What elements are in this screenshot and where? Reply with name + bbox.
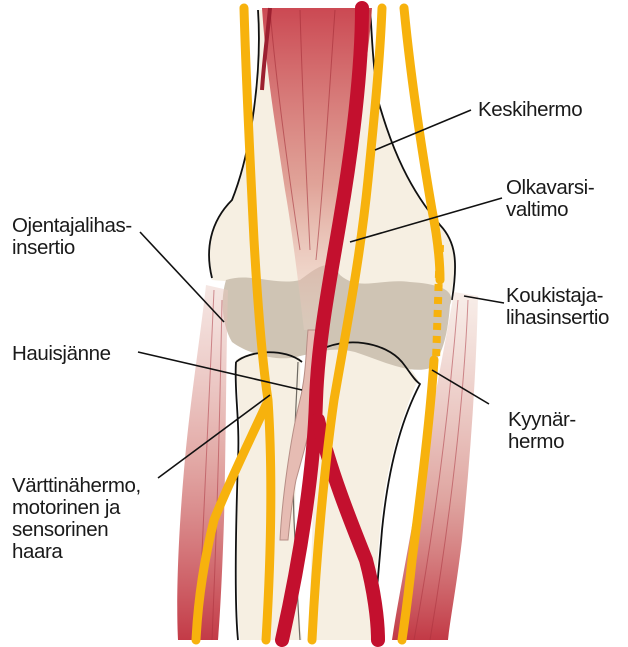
biceps-tendon-label: Hauisjänne xyxy=(12,342,111,365)
extensor-insertion-label: Ojentajalihas- insertio xyxy=(12,214,137,259)
ulnar-nerve-label: Kyynär- hermo xyxy=(508,408,581,453)
radial-nerve-label: Värttinähermo, motorinen ja sensorinen h… xyxy=(12,474,146,563)
brachial-artery-label: Olkavarsi- valtimo xyxy=(506,176,600,221)
median-nerve-label: Keskihermo xyxy=(478,98,582,121)
ulnar-nerve-dashed-segment xyxy=(436,245,440,360)
flexor-insertion-label: Koukistaja- lihasinsertio xyxy=(506,284,609,329)
